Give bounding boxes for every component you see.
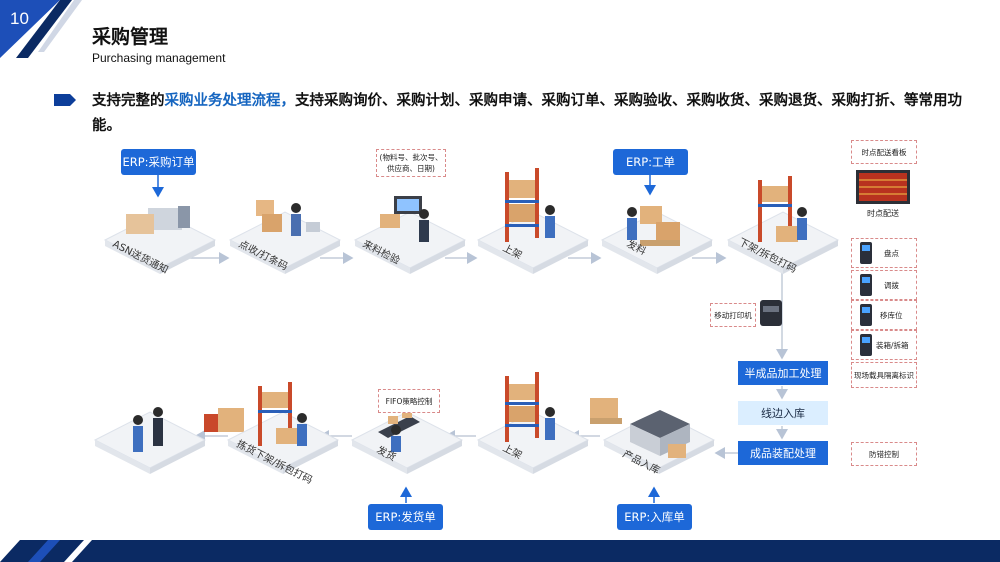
note-material-info: (物料号、批次号、供应商、日期) — [376, 149, 446, 177]
device-func-pack: 装箱/拆箱 — [851, 330, 917, 360]
note-mobile-printer: 移动打印机 — [710, 303, 756, 327]
bullet-arrow-icon — [54, 94, 76, 106]
handheld-device-icon — [860, 242, 872, 264]
top-flow-connectors — [190, 252, 788, 459]
printer-icon — [760, 300, 782, 326]
device-func-label: 装箱/拆箱 — [876, 340, 909, 350]
device-func-inventory: 盘点 — [851, 238, 917, 268]
footer-band — [0, 540, 1000, 562]
note-fifo: FIFO策略控制 — [378, 389, 440, 413]
description-prefix: 支持完整的 — [92, 93, 165, 109]
description-highlight: 采购业务处理流程， — [164, 93, 296, 109]
erp-purchase-order: ERP:采购订单 — [121, 149, 196, 175]
erp-inbound-order: ERP:入库单 — [617, 504, 692, 530]
tile-handover — [93, 407, 244, 474]
device-func-label: 盘点 — [884, 248, 899, 258]
kanban-screen-icon — [856, 170, 910, 204]
handheld-device-icon — [860, 274, 872, 296]
description-text: 支持完整的采购业务处理流程，支持采购询价、采购计划、采购申请、采购订单、采购验收… — [92, 89, 962, 139]
tile-ship: 发货 — [350, 410, 464, 474]
tile-inbound: 产品入库 — [590, 398, 716, 477]
kanban-caption: 时点配送 — [867, 208, 899, 218]
device-func-label: 移库位 — [880, 310, 903, 320]
tile-shelve-top: 上架 — [476, 168, 590, 274]
device-func-transfer: 调拨 — [851, 270, 917, 300]
process-step-semi-finished: 半成品加工处理 — [738, 361, 828, 385]
tile-issue: 发料 — [600, 206, 714, 274]
erp-work-order: ERP:工单 — [613, 149, 688, 175]
tile-shelve-bottom: 上架 — [476, 372, 590, 474]
page-title: 采购管理 — [92, 26, 169, 48]
handheld-device-icon — [860, 304, 872, 326]
tile-asn: ASN送货通知 — [103, 206, 217, 276]
description-suffix: 支持采购询价、采购计划、采购申请、采购订单、采购验收、采购收货、采购退货、采购打… — [92, 93, 962, 134]
note-anti-error: 防错控制 — [851, 442, 917, 466]
tile-inspect: 来料检验 — [353, 196, 467, 274]
erp-arrows — [152, 175, 660, 503]
device-func-relocate: 移库位 — [851, 300, 917, 330]
tile-pick: 拣货下架/拆包打码 — [226, 382, 340, 487]
page-number: 10 — [10, 9, 29, 28]
tile-unshelve-top: 下架/拆包打码 — [726, 176, 840, 275]
device-func-label: 调拨 — [884, 280, 899, 290]
process-step-line-side: 线边入库 — [738, 401, 828, 425]
page-subtitle: Purchasing management — [92, 51, 226, 65]
note-field-carrier: 现场载具隔离标识 — [851, 362, 917, 388]
note-kanban: 时点配送看板 — [851, 140, 917, 164]
page-corner-badge — [0, 0, 82, 58]
erp-shipping-order: ERP:发货单 — [368, 504, 443, 530]
process-step-assembly: 成品装配处理 — [738, 441, 828, 465]
tile-receive: 点收/打条码 — [228, 200, 342, 274]
handheld-device-icon — [860, 334, 872, 356]
